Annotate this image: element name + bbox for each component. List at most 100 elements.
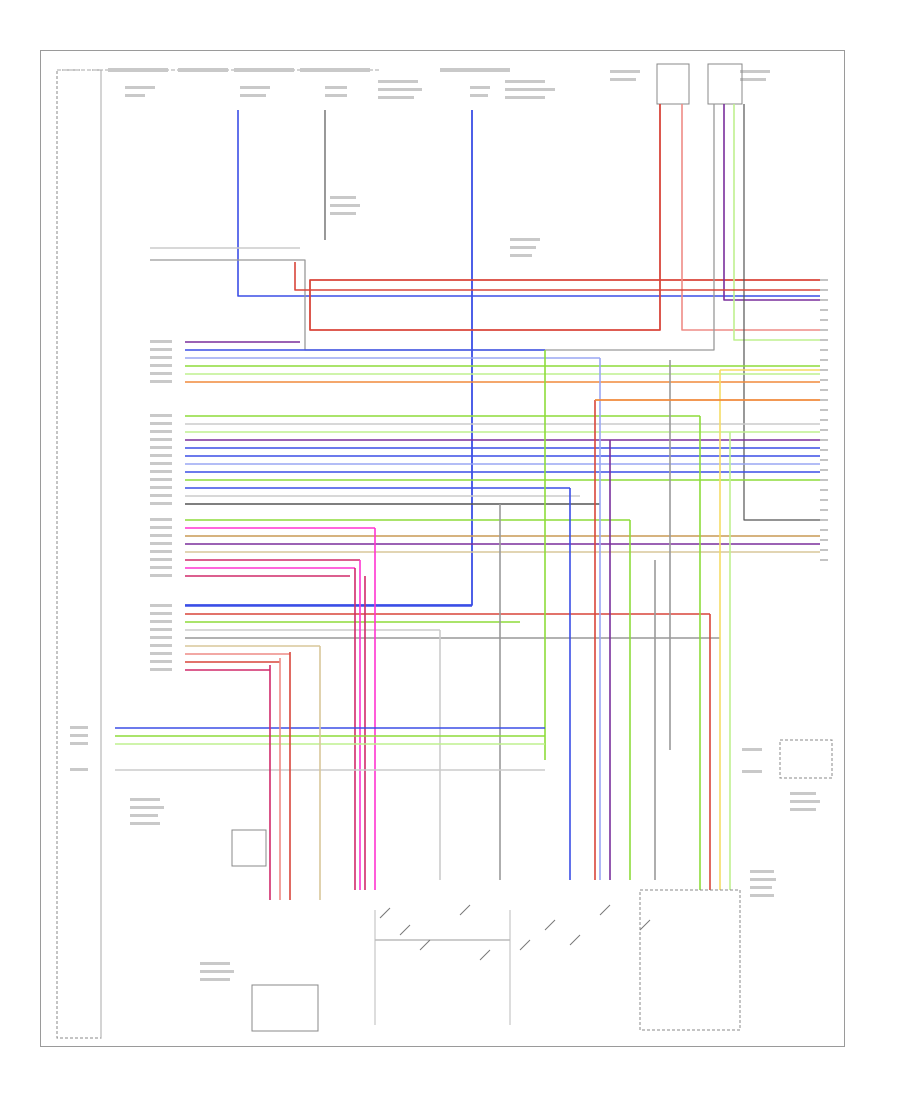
module-label-0 [750,870,774,873]
pin-label-25 [150,574,172,577]
component-label-7 [378,88,422,91]
top-connector-a [656,63,690,105]
top-connector-b [707,63,743,105]
pin-label-1 [150,348,172,351]
switch-contact-7 [569,934,581,946]
pin-label-19 [150,526,172,529]
switch-contact-6 [544,919,556,931]
pin-label-29 [150,628,172,631]
switch-contact-5 [519,939,531,951]
lower-note-1 [130,806,164,809]
pin-label-6 [150,414,172,417]
switch-contact-4 [479,949,491,961]
relay-box [231,829,267,867]
lower-note-2 [130,814,158,817]
header-label-3 [300,68,370,72]
switch-contact-1 [399,924,411,936]
pin-label-31 [150,644,172,647]
module-label-3 [750,894,774,897]
pin-label-26 [150,604,172,607]
component-label-11 [505,80,545,83]
component-label-19 [330,204,360,207]
pin-label-32 [150,652,172,655]
pin-label-17 [150,502,172,505]
pin-label-18 [150,518,172,521]
switch-label-0 [200,962,230,965]
header-label-4 [440,68,510,72]
control-module-box [639,889,741,1031]
diagram-frame [40,50,845,1047]
pin-label-22 [150,550,172,553]
pin-label-20 [150,534,172,537]
wire-salmon-top [681,104,820,331]
switch-label-2 [200,978,230,981]
header-label-2 [234,68,294,72]
component-label-21 [510,238,540,241]
wire-purple-top [723,104,820,301]
component-label-22 [510,246,536,249]
lower-pin-label-1 [70,734,88,737]
pin-label-0 [150,340,172,343]
pin-label-33 [150,660,172,663]
sensor-label-4 [790,808,816,811]
wire-red-top [309,104,820,331]
pin-label-15 [150,486,172,489]
pin-label-23 [150,558,172,561]
component-label-0 [125,86,155,89]
module-label-2 [750,886,772,889]
pin-label-9 [150,438,172,441]
component-label-8 [378,96,414,99]
wire-lgreen-top [733,104,820,341]
pin-label-11 [150,454,172,457]
pin-label-4 [150,372,172,375]
wire-blue-top-feed [237,110,820,297]
header-label-1 [178,68,228,72]
component-label-14 [610,70,640,73]
pin-label-5 [150,380,172,383]
pin-label-13 [150,470,172,473]
component-label-23 [510,254,532,257]
component-label-9 [470,86,490,89]
pin-label-24 [150,566,172,569]
pin-label-12 [150,462,172,465]
pin-label-16 [150,494,172,497]
component-label-1 [125,94,145,97]
lower-pin-label-2 [70,742,88,745]
lower-note-3 [130,822,160,825]
component-label-4 [325,86,347,89]
switch-contact-8 [599,904,611,916]
sensor-box [779,739,833,779]
pin-label-21 [150,542,172,545]
switch-box [251,984,319,1032]
pin-label-27 [150,612,172,615]
lower-pin-label-3 [70,768,88,771]
component-label-16 [740,70,770,73]
switch-label-1 [200,970,234,973]
pin-label-8 [150,430,172,433]
pin-label-30 [150,636,172,639]
wire-black-right [743,104,820,521]
control-unit-outline [56,69,102,1039]
switch-contact-3 [459,904,471,916]
wire-red-input [294,262,820,291]
component-label-18 [330,196,356,199]
component-label-17 [740,78,766,81]
sensor-label-0 [742,748,762,751]
lower-note-0 [130,798,160,801]
component-label-12 [505,88,555,91]
component-label-5 [325,94,347,97]
component-label-6 [378,80,418,83]
pin-label-34 [150,668,172,671]
sensor-label-2 [790,792,816,795]
pin-label-2 [150,356,172,359]
component-label-15 [610,78,636,81]
sensor-label-1 [742,770,762,773]
switch-contact-2 [419,939,431,951]
wire-gray-top [150,104,715,351]
component-label-2 [240,86,270,89]
component-label-10 [470,94,488,97]
wire-blue-feed [185,110,473,606]
component-label-20 [330,212,356,215]
